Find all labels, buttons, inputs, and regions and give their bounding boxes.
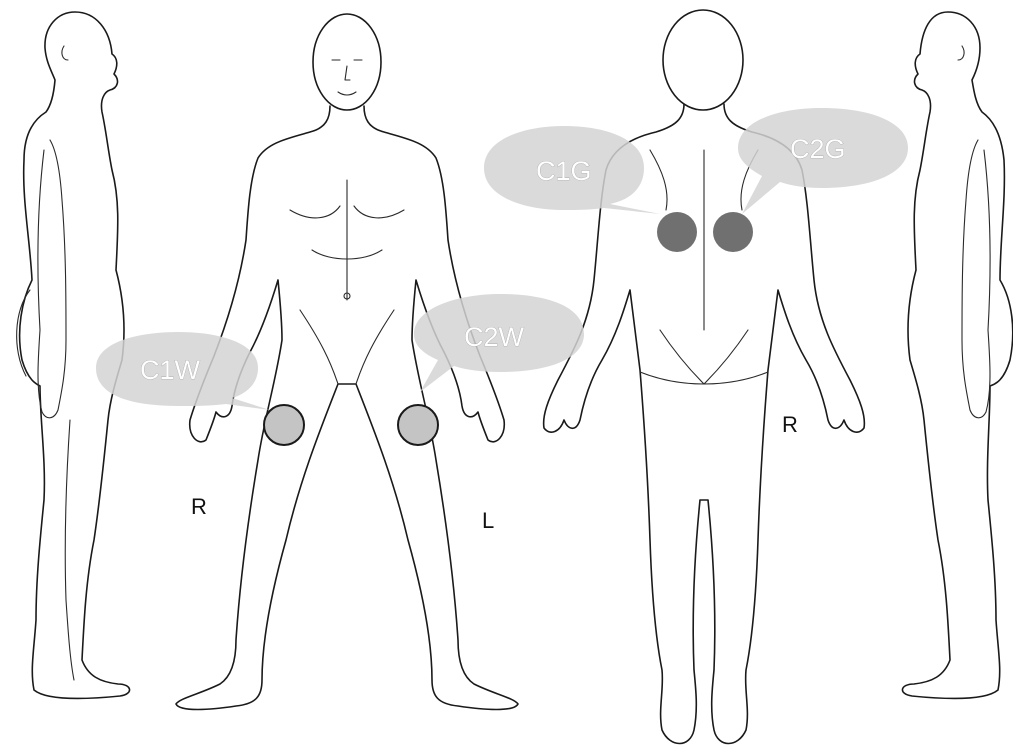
bubble-label-c1w: C1W — [140, 355, 201, 385]
side-figure-arm — [38, 140, 66, 418]
side-figure-leg-line — [65, 420, 74, 680]
marker-dot-c2g — [713, 212, 753, 252]
back-spine-and-blades — [640, 150, 768, 384]
side-figure-ear — [958, 46, 964, 60]
front-face — [332, 60, 362, 95]
figure-left-side-view — [902, 12, 1012, 698]
marker-dot-c2w — [398, 405, 438, 445]
front-head — [313, 14, 381, 110]
back-right-side-label: R — [782, 412, 798, 437]
marker-c2w: C2W — [398, 294, 584, 445]
marker-c2g: C2G — [713, 108, 908, 252]
marker-dot-c1w — [264, 405, 304, 445]
marker-dot-c1g — [657, 212, 697, 252]
front-right-side-label: R — [191, 494, 207, 519]
front-chest — [290, 180, 404, 384]
side-figure-arm — [962, 140, 990, 418]
marker-c1g: C1G — [484, 126, 697, 252]
bubble-label-c2w: C2W — [464, 322, 525, 352]
back-head — [663, 10, 743, 110]
side-figure-ear — [62, 46, 68, 60]
front-left-side-label: L — [482, 508, 494, 533]
bubble-label-c2g: C2G — [790, 134, 846, 164]
side-figure-outline — [902, 12, 1012, 698]
bubble-label-c1g: C1G — [536, 156, 592, 186]
